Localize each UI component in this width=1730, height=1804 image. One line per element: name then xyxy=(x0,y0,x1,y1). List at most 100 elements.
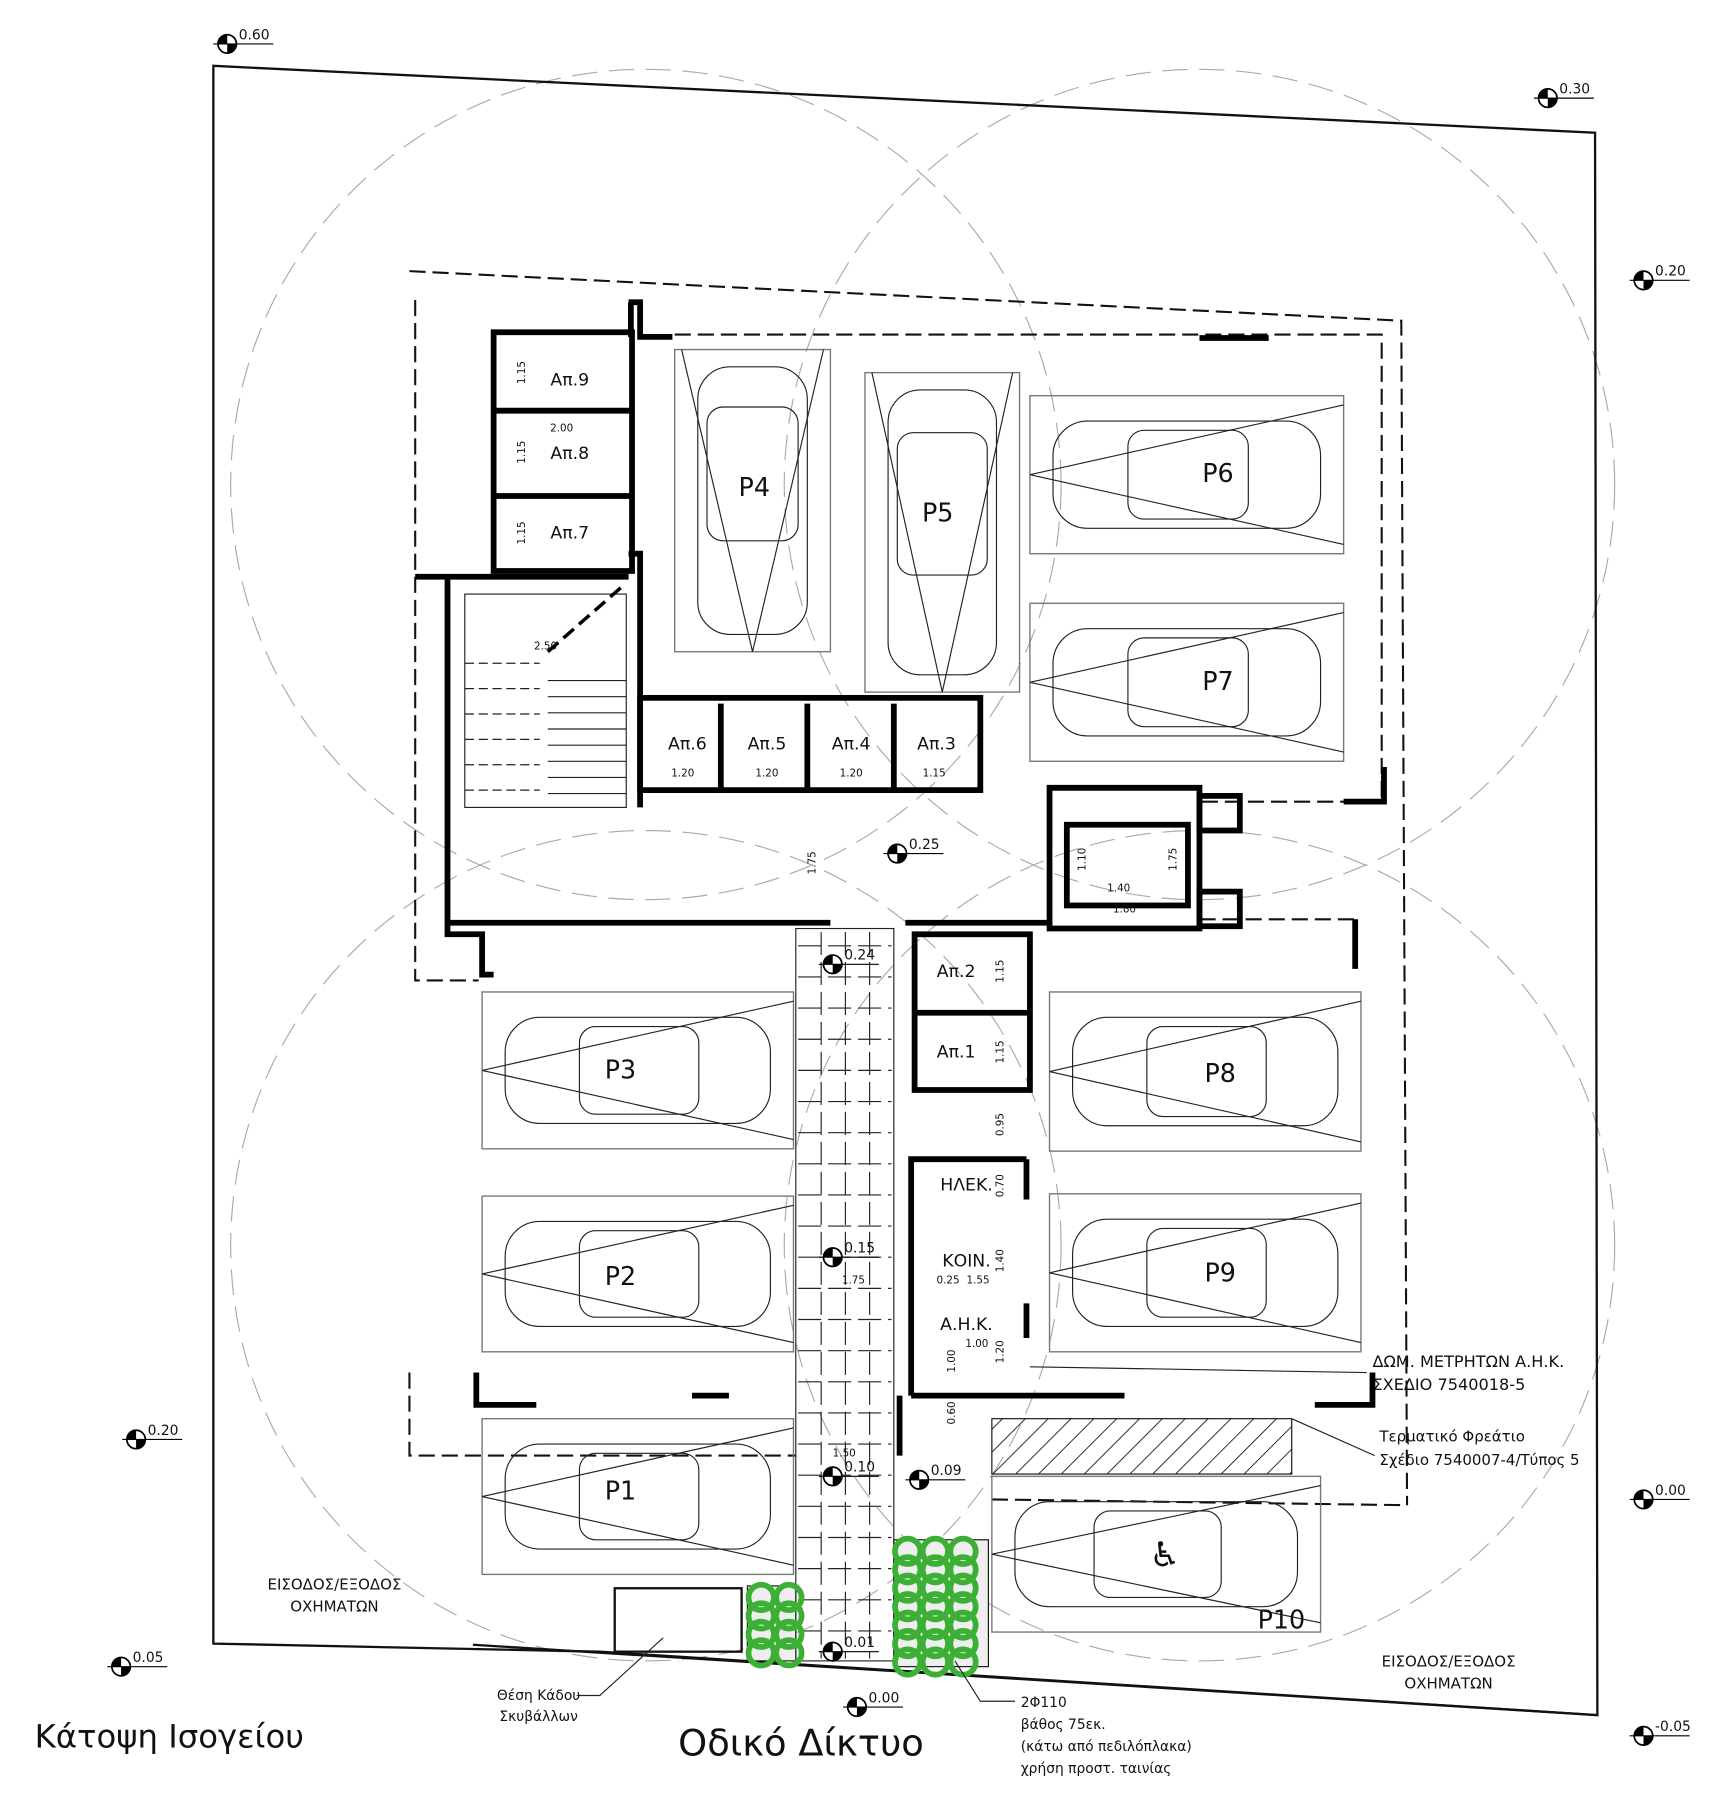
elevation-value: 0.60 xyxy=(239,27,270,43)
elevation-marker: 0.10 xyxy=(818,1460,879,1487)
elevation-marker: 0.24 xyxy=(818,948,879,975)
bin-note-2: Σκυβάλλων xyxy=(499,1709,578,1725)
parking-label: P8 xyxy=(1205,1058,1236,1088)
car-icon xyxy=(871,372,1014,693)
elevation-value: 0.00 xyxy=(868,1690,899,1706)
vehicle-entry-left-2: ΟΧΗΜΑΤΩΝ xyxy=(290,1597,378,1615)
car-icon xyxy=(481,1204,794,1344)
accessible-icon: ♿ xyxy=(1149,1535,1180,1575)
parking-space-p1: P1 xyxy=(481,1418,795,1576)
car-icon xyxy=(481,1000,794,1141)
parking-space-p3: P3 xyxy=(481,991,795,1150)
car-icon xyxy=(1049,1202,1362,1344)
parking-label: P10 xyxy=(1258,1605,1306,1635)
car-icon xyxy=(681,349,825,652)
elevation-marker: 0.20 xyxy=(122,1423,183,1450)
elevation-value: 0.25 xyxy=(909,837,940,853)
car-icon xyxy=(1029,404,1344,546)
elevation-marker: 0.09 xyxy=(905,1463,966,1490)
parking-label: P6 xyxy=(1202,458,1233,488)
shrub-icon xyxy=(947,1591,979,1623)
car-icon xyxy=(1049,1000,1362,1143)
room-label: Απ.2 xyxy=(937,962,976,982)
upper-floor-outline xyxy=(408,270,1409,1507)
pipes-note-4: χρήση προστ. ταινίας xyxy=(1021,1761,1172,1777)
dimension-label: 1.75 xyxy=(806,851,818,874)
room-label: ΚΟΙΝ. xyxy=(942,1251,990,1271)
parking-space-p9: P9 xyxy=(1048,1193,1362,1353)
shrub-icon xyxy=(773,1618,805,1650)
dimension-label: 1.80 xyxy=(1113,903,1136,915)
planting-bed xyxy=(745,1581,805,1669)
car-icon xyxy=(1029,611,1344,753)
vehicle-entry-left-1: ΕΙΣΟΔΟΣ/ΕΞΟΔΟΣ xyxy=(267,1575,401,1593)
bin-note-1: Θέση Κάδου xyxy=(497,1688,580,1704)
dimension-label: 1.20 xyxy=(840,767,863,779)
elevation-value: 0.20 xyxy=(148,1423,179,1439)
shrub-icon xyxy=(773,1637,805,1669)
pipes-note-3: (κάτω από πεδιλόπλακα) xyxy=(1021,1739,1192,1755)
walls xyxy=(415,299,1387,1456)
elevation-value: 0.05 xyxy=(133,1650,164,1666)
room-label: ΗΛΕΚ. xyxy=(940,1175,993,1195)
shrub-icon xyxy=(947,1628,979,1660)
parking-space-p7: P7 xyxy=(1029,602,1345,762)
dimension-label: 0.25 xyxy=(936,1275,959,1287)
ramp-hatched-area xyxy=(991,1418,1293,1475)
elevation-value: 0.00 xyxy=(1655,1483,1686,1499)
parking-label: P7 xyxy=(1202,666,1233,696)
dimension-label: 1.15 xyxy=(994,960,1006,983)
elevation-marker: 0.01 xyxy=(818,1635,879,1662)
room-label: Απ.7 xyxy=(550,524,589,544)
parking-label: P3 xyxy=(605,1054,636,1084)
elevation-marker: 0.15 xyxy=(818,1241,879,1268)
dimension-label: 1.15 xyxy=(994,1040,1006,1063)
pipes-note-1: 2Φ110 xyxy=(1021,1695,1067,1711)
dimension-label: 1.00 xyxy=(946,1349,958,1372)
walkway-paving xyxy=(795,927,895,1662)
elevation-value: -0.05 xyxy=(1655,1719,1691,1735)
dimension-label: 1.75 xyxy=(1167,848,1179,871)
pipes-note-2: βάθος 75εκ. xyxy=(1021,1717,1106,1733)
bin-location xyxy=(613,1587,743,1653)
shrub-icon xyxy=(947,1554,979,1586)
dimension-label: 2.50 xyxy=(534,640,557,652)
dimension-label: 0.60 xyxy=(946,1401,958,1424)
elevation-marker: -0.05 xyxy=(1629,1719,1691,1746)
dimension-label: 1.55 xyxy=(966,1275,989,1287)
parking-label: P2 xyxy=(605,1261,636,1291)
terminal-pit-note-1: Τερματικό Φρεάτιο xyxy=(1378,1428,1525,1446)
elevation-marker: 0.00 xyxy=(1629,1483,1690,1510)
annotations: ΔΩΜ. ΜΕΤΡΗΤΩΝ Α.Η.Κ. ΣΧΕΔΙΟ 7540018-5 Τε… xyxy=(35,1352,1580,1777)
dimension-label: 2.00 xyxy=(550,422,573,434)
shrub-icon xyxy=(773,1600,805,1632)
shrub-icon xyxy=(947,1535,979,1567)
dimension-label: 1.20 xyxy=(755,767,778,779)
shrub-icon xyxy=(947,1609,979,1641)
dimension-label: 1.40 xyxy=(994,1249,1006,1272)
elevation-value: 0.09 xyxy=(931,1463,962,1479)
elevation-marker: 0.00 xyxy=(843,1690,904,1718)
drawing-title: Κάτοψη Ισογείου xyxy=(35,1717,304,1755)
dimension-label: 0.70 xyxy=(994,1174,1006,1197)
vehicle-entry-right-2: ΟΧΗΜΑΤΩΝ xyxy=(1404,1675,1492,1693)
parking-space-p8: P8 xyxy=(1048,991,1362,1152)
terminal-pit-note-2: Σχέδιο 7540007-4/Τύπος 5 xyxy=(1379,1451,1579,1469)
elevation-marker: 0.60 xyxy=(213,27,274,55)
elevation-value: 0.01 xyxy=(844,1635,875,1651)
dimension-label: 1.40 xyxy=(1107,883,1130,895)
shrub-icon xyxy=(773,1581,805,1614)
parking-space-p5: P5 xyxy=(864,371,1021,693)
car-icon xyxy=(481,1427,794,1566)
dimension-label: 1.50 xyxy=(833,1448,856,1460)
dimension-label: 1.00 xyxy=(965,1338,988,1350)
parking-space-p6: P6 xyxy=(1029,394,1345,555)
stairs xyxy=(464,584,627,809)
dimension-label: 1.15 xyxy=(516,441,528,464)
elevation-value: 0.15 xyxy=(844,1241,875,1257)
room-label: Απ.9 xyxy=(550,370,589,390)
dimension-label: 1.20 xyxy=(994,1340,1006,1363)
elevation-value: 0.10 xyxy=(844,1460,875,1476)
elevation-value: 0.20 xyxy=(1655,264,1686,280)
